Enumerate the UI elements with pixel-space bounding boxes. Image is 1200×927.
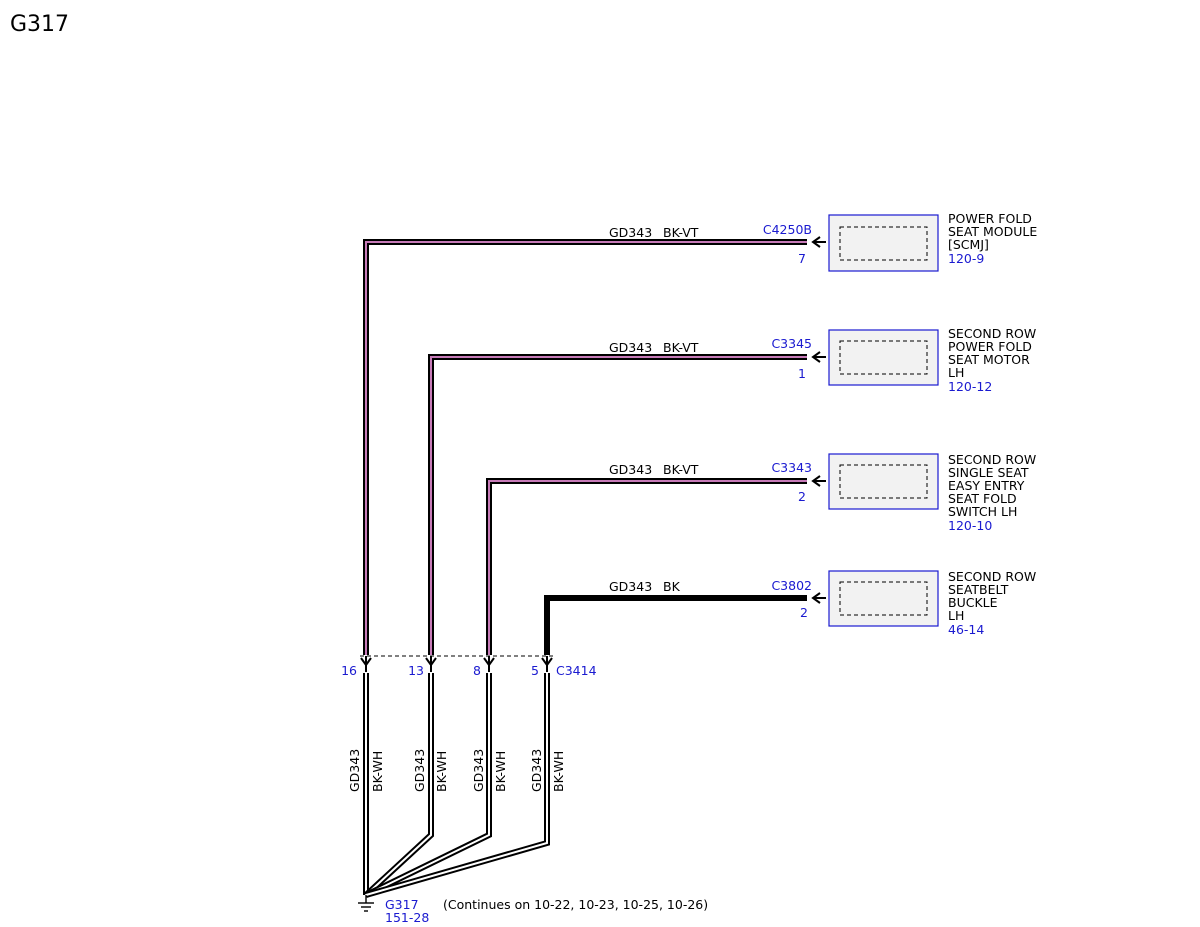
branch-4-connector: C3802 xyxy=(771,578,812,593)
module-1-line-2: SEAT MODULE xyxy=(948,224,1037,239)
branch-3-color: BK-VT xyxy=(663,462,699,477)
page-title: G317 xyxy=(10,12,69,37)
branch-2-connector-symbol xyxy=(811,351,826,363)
module-2-line-4: LH xyxy=(948,365,964,380)
ground-label: G317 xyxy=(385,897,419,912)
branch-1-connector-symbol xyxy=(811,236,826,248)
ground-ref: 151-28 xyxy=(385,910,429,925)
splice-pin-16: 16 xyxy=(341,663,357,678)
splice-arrow-5 xyxy=(541,656,553,672)
branch-3-pin: 2 xyxy=(798,489,806,504)
lower-wire-3-circuit: GD343 xyxy=(471,749,486,792)
module-3-ref: 120-10 xyxy=(948,518,992,533)
module-4-box xyxy=(828,570,939,627)
splice-arrow-8 xyxy=(483,656,495,672)
lower-wire-3 xyxy=(364,673,492,898)
lower-wire-3-color: BK-WH xyxy=(493,751,508,792)
module-4-ref: 46-14 xyxy=(948,622,984,637)
lower-wire-1-circuit: GD343 xyxy=(347,749,362,792)
module-3-line-2: SINGLE SEAT xyxy=(948,465,1029,480)
branch-3-circuit: GD343 xyxy=(609,462,652,477)
module-3-line-4: SEAT FOLD xyxy=(948,491,1017,506)
branch-2-pin: 1 xyxy=(798,366,806,381)
branch-3-connector-symbol xyxy=(811,475,826,487)
splice-pin-13: 13 xyxy=(408,663,424,678)
module-4-line-1: SECOND ROW xyxy=(948,569,1036,584)
module-3-box xyxy=(828,453,939,510)
module-2-line-1: SECOND ROW xyxy=(948,326,1036,341)
lower-wire-4-circuit: GD343 xyxy=(529,749,544,792)
branch-4-pin: 2 xyxy=(800,605,808,620)
module-1-ref: 120-9 xyxy=(948,251,984,266)
module-1-box xyxy=(828,214,939,272)
branch-wire-3 xyxy=(486,478,807,655)
branch-4-circuit: GD343 xyxy=(609,579,652,594)
module-2-box xyxy=(828,329,939,386)
branch-2-circuit: GD343 xyxy=(609,340,652,355)
splice-pin-8: 8 xyxy=(473,663,481,678)
lower-wire-2-color: BK-WH xyxy=(434,751,449,792)
branch-wire-1 xyxy=(363,239,807,655)
lower-wire-4-color: BK-WH xyxy=(551,751,566,792)
module-1-line-1: POWER FOLD xyxy=(948,211,1032,226)
lower-wire-2 xyxy=(363,673,434,898)
branch-wire-2 xyxy=(428,354,807,655)
lower-wire-4 xyxy=(365,673,550,898)
module-1-line-3: [SCMJ] xyxy=(948,237,989,252)
splice-connector-label: C3414 xyxy=(556,663,597,678)
splice-pin-5: 5 xyxy=(531,663,539,678)
branch-1-connector: C4250B xyxy=(763,222,812,237)
branch-1-pin: 7 xyxy=(798,251,806,266)
module-3-line-3: EASY ENTRY xyxy=(948,478,1025,493)
module-4-line-4: LH xyxy=(948,608,964,623)
branch-1-circuit: GD343 xyxy=(609,225,652,240)
branch-4-connector-symbol xyxy=(811,592,826,604)
lower-wire-2-circuit: GD343 xyxy=(412,749,427,792)
module-2-line-2: POWER FOLD xyxy=(948,339,1032,354)
module-4-line-2: SEATBELT xyxy=(948,582,1009,597)
module-2-ref: 120-12 xyxy=(948,379,992,394)
module-3-line-1: SECOND ROW xyxy=(948,452,1036,467)
ground-icon xyxy=(358,895,374,912)
branch-3-connector: C3343 xyxy=(771,460,812,475)
module-4-line-3: BUCKLE xyxy=(948,595,998,610)
branch-wire-4 xyxy=(544,595,807,655)
module-3-line-5: SWITCH LH xyxy=(948,504,1017,519)
branch-4-color: BK xyxy=(663,579,681,594)
branch-1-color: BK-VT xyxy=(663,225,699,240)
branch-2-color: BK-VT xyxy=(663,340,699,355)
splice-arrow-13 xyxy=(425,656,437,672)
branch-2-connector: C3345 xyxy=(771,336,812,351)
module-2-line-3: SEAT MOTOR xyxy=(948,352,1030,367)
splice-arrow-16 xyxy=(360,656,372,672)
ground-continues-note: (Continues on 10-22, 10-23, 10-25, 10-26… xyxy=(443,897,708,912)
lower-wire-1-color: BK-WH xyxy=(370,751,385,792)
